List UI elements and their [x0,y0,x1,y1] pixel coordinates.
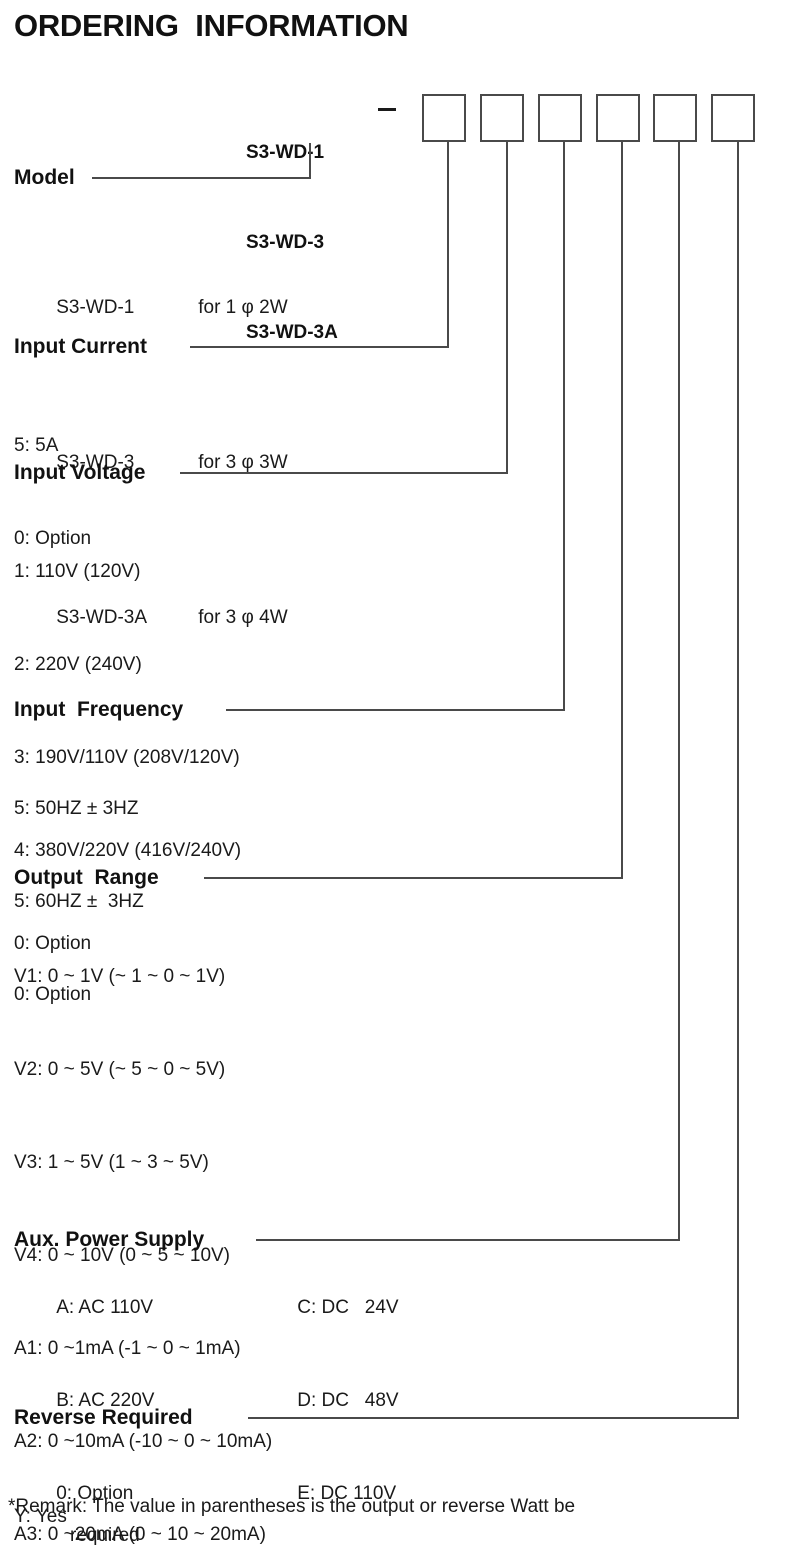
order-code-box-5[interactable] [653,94,697,142]
list-item: V4: 0 ~ 10V (0 ~ 5 ~ 10V) [14,1245,231,1266]
list-item: 3: 190V/110V (208V/120V) [14,747,240,768]
section-input-current-heading: Input Current [14,335,147,358]
section-model-list: S3-WD-1 for 1 φ 2W S3-WD-3 for 3 φ 3W S3-W… [14,199,288,726]
list-item: A2: 0 ~10mA (-10 ~ 0 ~ 10mA) [14,1431,273,1452]
section-input-voltage-list: 1: 110V (120V) 2: 220V (240V) 3: 190V/11… [14,494,241,1021]
aux-col2: D: DC 48V [297,1390,399,1411]
list-item: 5: 60HZ ± 3HZ [14,891,144,912]
list-item: S3-WD-1 for 1 φ 2W [14,261,288,354]
list-item: A: AC 110V C: DC 24V [14,1261,399,1354]
section-input-current-list: 5: 5A 0: Option [14,368,147,616]
list-item: V3: 1 ~ 5V (1 ~ 3 ~ 5V) [14,1152,209,1173]
list-item: 0: Option E: DC 110V [14,1447,399,1540]
aux-col1: A: AC 110V [56,1297,154,1318]
section-aux-power-supply: Aux. Power Supply A: AC 110V C: DC 24V B:… [14,1228,399,1540]
remark-note: *Remark: The value in parentheses is the… [8,1492,780,1550]
section-input-frequency-heading: Input Frequency [14,698,184,721]
order-code-box-6[interactable] [711,94,755,142]
section-input-voltage: Input Voltage 1: 110V (120V) 2: 220V (24… [14,461,241,1021]
section-model-heading: Model [14,166,75,189]
list-item: 5: 50HZ ± 3HZ [14,798,139,819]
model-row-code: S3-WD-3 [56,452,135,473]
section-model: Model S3-WD-1 for 1 φ 2W S3-WD-3 for 3 φ 3… [14,166,288,726]
model-row-desc: for 3 φ 4W [198,607,288,628]
order-code-box-3[interactable] [538,94,582,142]
section-input-frequency-list: 5: 50HZ ± 3HZ 5: 60HZ ± 3HZ 0: Option [14,731,183,1072]
list-item: V1: 0 ~ 1V (~ 1 ~ 0 ~ 1V) [14,966,226,987]
order-code-box-2[interactable] [480,94,524,142]
list-item: S3-WD-3 for 3 φ 3W [14,416,288,509]
list-item: 2: 220V (240V) [14,654,142,675]
list-item: 5: 5A [14,435,59,456]
model-row-code: S3-WD-3A [56,607,148,628]
section-output-range-heading: Output Range [14,866,159,889]
section-output-range-list: V1: 0 ~ 1V (~ 1 ~ 0 ~ 1V) V2: 0 ~ 5V (~ … [14,899,272,1567]
list-item: S3-WD-3A for 3 φ 4W [14,571,288,664]
aux-col2: E: DC 110V [297,1483,397,1504]
list-item: B: AC 220V D: DC 48V [14,1354,399,1447]
section-input-voltage-heading: Input Voltage [14,461,146,484]
aux-col1: B: AC 220V [56,1390,155,1411]
order-code-box-1[interactable] [422,94,466,142]
section-reverse-required-heading: Reverse Required [14,1406,193,1429]
order-code-box-4[interactable] [596,94,640,142]
list-item: 1: 110V (120V) [14,561,141,582]
model-row-desc: for 1 φ 2W [198,297,288,318]
section-aux-power-supply-heading: Aux. Power Supply [14,1228,205,1251]
list-item: 0: Option [14,528,92,549]
section-output-range: Output Range V1: 0 ~ 1V (~ 1 ~ 0 ~ 1V) V… [14,866,272,1567]
list-item: V2: 0 ~ 5V (~ 5 ~ 0 ~ 5V) [14,1059,226,1080]
list-item: 0: Option [14,984,92,1005]
model-code-1: S3-WD-1 [246,142,325,163]
section-reverse-required: Reverse Required Y: Yes N: No [14,1406,193,1567]
section-input-current: Input Current 5: 5A 0: Option [14,335,147,616]
page-title: ORDERING INFORMATION [14,8,409,43]
list-item: Y: Yes [14,1506,67,1527]
aux-col1: 0: Option [56,1483,134,1504]
remark-line-2: required [70,1525,140,1546]
section-reverse-required-list: Y: Yes N: No [14,1439,193,1567]
list-item: A1: 0 ~1mA (-1 ~ 0 ~ 1mA) [14,1338,241,1359]
model-row-code: S3-WD-1 [56,297,135,318]
section-input-frequency: Input Frequency 5: 50HZ ± 3HZ 5: 60HZ ± … [14,698,183,1072]
dash-separator-icon [378,108,396,111]
remark-line-1: *Remark: The value in parentheses is the… [8,1496,576,1517]
aux-col2: C: DC 24V [297,1297,399,1318]
list-item: 4: 380V/220V (416V/240V) [14,840,242,861]
model-row-desc: for 3 φ 3W [198,452,288,473]
list-item: 0: Option [14,933,92,954]
list-item: A3: 0 ~20mA (0 ~ 10 ~ 20mA) [14,1524,266,1545]
